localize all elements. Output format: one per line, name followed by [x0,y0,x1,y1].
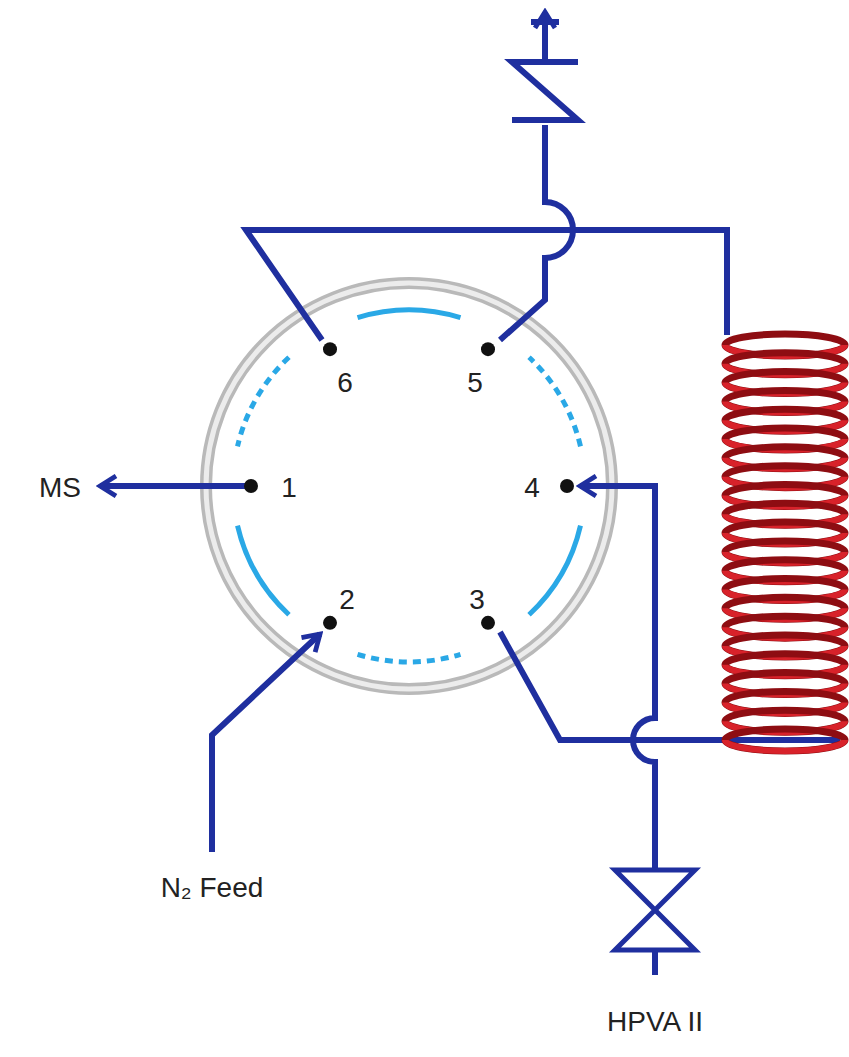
port-number: 6 [337,369,353,397]
port-number: 5 [467,369,483,397]
vent-bar [531,19,559,25]
port-number: 2 [339,586,355,614]
valve-stem [652,950,658,975]
inactive-channel [238,357,289,446]
active-channel [358,310,461,318]
port-number: 1 [281,474,297,502]
ms-tube [100,483,252,489]
port-dot [560,479,574,493]
line-label: N₂ Feed [161,874,264,902]
coil-winding [725,740,845,751]
inactive-channel [358,654,461,662]
sample-loop-coil [725,334,845,751]
port-number: 3 [469,586,485,614]
line-label: MS [39,474,81,502]
inactive-channel [529,357,580,446]
line-label: HPVA II [607,1008,703,1036]
port-dots [244,342,574,630]
needle-valve-symbol [615,870,695,950]
feed-tube [212,634,320,852]
coil-winding-back [725,729,845,751]
port-dot [481,342,495,356]
loop-tube-bottom [500,632,840,740]
port-dot [323,616,337,630]
port-number: 4 [524,474,540,502]
active-channel [238,526,289,615]
port-dot [481,616,495,630]
vent-symbol [512,62,578,120]
loop-tube-top [246,230,727,340]
valve-housing [206,283,612,689]
vent-tube [500,125,573,340]
hpva-tube [580,486,655,870]
port-dot [244,479,258,493]
valve-channels [238,310,581,662]
active-channel [529,526,580,615]
valve-housing-rim [206,283,612,689]
port-dot [323,342,337,356]
